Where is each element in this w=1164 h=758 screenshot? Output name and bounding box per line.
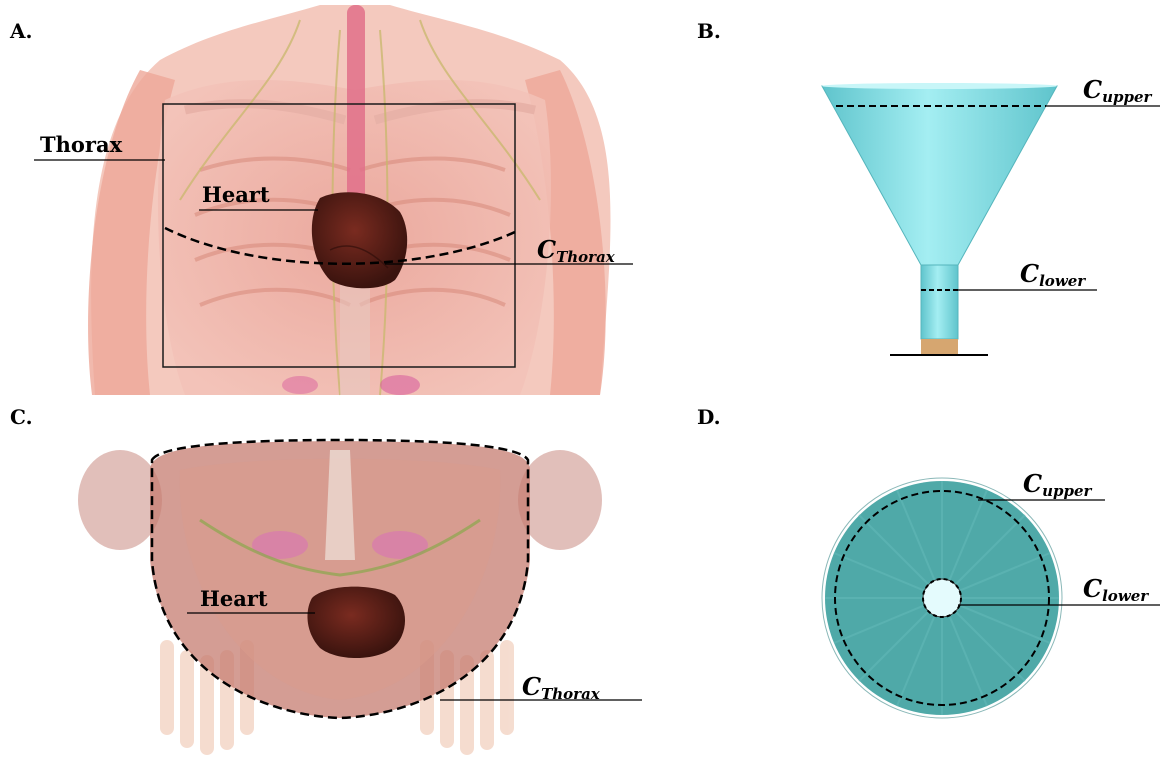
- torso-anatomy-figure: [88, 5, 610, 395]
- panel-d: D. Cupper Clower: [697, 405, 1160, 718]
- panel-letter-c: C.: [10, 405, 33, 429]
- c-upper-label-b: Cupper: [1083, 75, 1153, 106]
- thorax-top-view-figure: [78, 441, 602, 755]
- heart-c: [307, 587, 405, 658]
- panel-letter-a: A.: [9, 19, 32, 43]
- panel-c: C.: [10, 405, 642, 755]
- heart-label-a: Heart: [202, 182, 270, 207]
- c-lower-label-b: Clower: [1020, 259, 1086, 290]
- c-lower-label-d: Clower: [1083, 574, 1149, 605]
- c-thorax-label-c: CThorax: [522, 672, 601, 703]
- panel-a: A. Thorax Heart CThorax: [9, 5, 633, 395]
- funnel-side-view: [822, 83, 1057, 355]
- panel-b: B. Cupper Clower: [697, 19, 1160, 355]
- thorax-label: Thorax: [40, 132, 123, 157]
- c-upper-label-d: Cupper: [1023, 469, 1093, 500]
- heart-a: [312, 192, 407, 288]
- panel-letter-d: D.: [697, 405, 721, 429]
- panel-letter-b: B.: [697, 19, 721, 43]
- heart-label-c: Heart: [200, 586, 268, 611]
- funnel-top-view: [822, 478, 1062, 718]
